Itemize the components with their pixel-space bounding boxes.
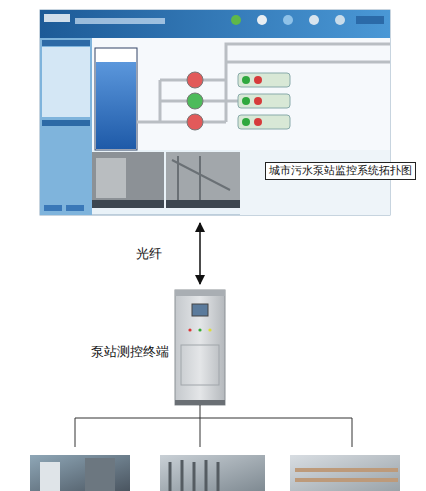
field-photos <box>30 455 400 491</box>
monitoring-screen: 城市污水泵站监控系统拓扑图 <box>40 10 390 215</box>
software-screenshot <box>40 10 390 215</box>
terminal-label: 泵站测控终端 <box>91 344 169 360</box>
field-wiring <box>75 405 352 447</box>
link-label: 光纤 <box>136 246 162 262</box>
callout-label: 城市污水泵站监控系统拓扑图 <box>265 162 416 180</box>
terminal-cabinet <box>175 290 225 405</box>
terminal-box: 泵站测控终端 <box>175 290 225 405</box>
fiber-link <box>199 223 201 284</box>
